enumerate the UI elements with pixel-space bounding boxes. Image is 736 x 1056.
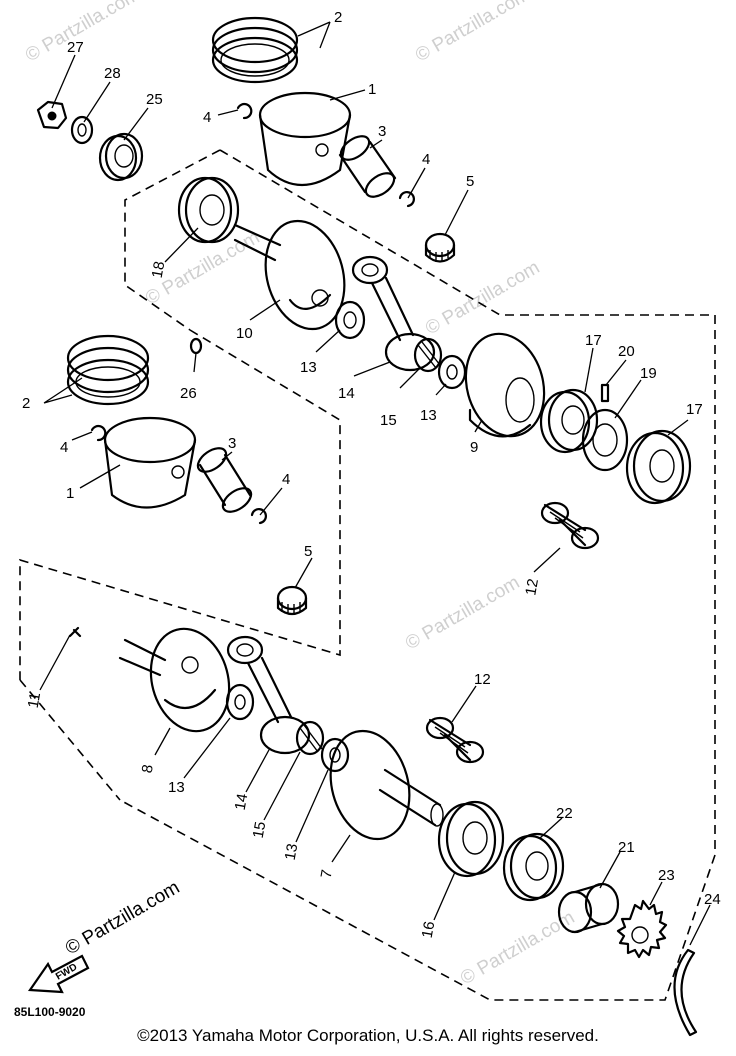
callout-14: 14	[232, 792, 252, 811]
crank-bearing-17a	[539, 388, 599, 454]
callout-20: 20	[618, 343, 635, 360]
connecting-rod-lower	[226, 635, 311, 755]
callout-numbers: 2 27 28 25 1 4 3 4 5 18 10 13 14 15 13 9…	[22, 9, 721, 939]
middle-crank-outline	[19, 329, 341, 680]
labyrinth-seal	[581, 408, 629, 472]
drive-sprocket	[616, 899, 668, 959]
upper-crank-outline	[124, 149, 221, 331]
thrust-washer	[225, 683, 255, 721]
needle-bearing-upper	[424, 232, 456, 263]
callout-2: 2	[334, 9, 342, 26]
oil-seal-upper	[98, 132, 144, 182]
needle-bearing-12a	[540, 501, 600, 550]
lower-left-outline	[19, 679, 121, 801]
callout-16: 16	[419, 920, 439, 939]
callout-1: 1	[368, 81, 376, 98]
callout-4: 4	[422, 151, 430, 168]
callout-15: 15	[380, 412, 397, 429]
callout-3: 3	[228, 435, 236, 452]
callout-4: 4	[282, 471, 290, 488]
callout-17: 17	[686, 401, 703, 418]
callout-14: 14	[338, 385, 355, 402]
crank-bearing-17b	[625, 429, 692, 505]
circlip	[673, 948, 698, 1037]
crankshaft-half-left	[118, 627, 231, 733]
callout-1: 1	[66, 485, 74, 502]
crankshaft-half-right	[464, 332, 546, 438]
crank-pin-bearing-lower	[295, 720, 325, 756]
callout-15: 15	[250, 820, 270, 839]
crank-bearing-16	[437, 800, 505, 878]
crank-bearing-upper	[177, 176, 240, 244]
crankshaft-half-upper	[233, 219, 346, 331]
callout-13: 13	[300, 359, 317, 376]
callout-12: 12	[474, 671, 491, 688]
callout-22: 22	[556, 805, 573, 822]
callout-23: 23	[658, 867, 675, 884]
thrust-washer	[334, 300, 366, 340]
thrust-washer	[320, 737, 350, 773]
watermark-text: © Partzilla.com	[22, 0, 143, 66]
callout-13: 13	[420, 407, 437, 424]
assembly-outlines	[19, 149, 716, 1001]
needle-bearing-lower	[276, 585, 308, 616]
callout-25: 25	[146, 91, 163, 108]
dowel-pin	[600, 383, 610, 403]
diagram-part-code: 85L100-9020	[14, 1005, 86, 1019]
callout-24: 24	[704, 891, 721, 908]
callout-12: 12	[522, 577, 542, 596]
woodruff-key-lower	[68, 626, 82, 638]
piston-pin-clip	[90, 424, 107, 442]
watermark-text: © Partzilla.com	[412, 0, 533, 66]
callout-5: 5	[466, 173, 474, 190]
piston-rings-lower	[66, 334, 150, 406]
outer-crank-outline	[119, 149, 716, 1001]
callout-17: 17	[585, 332, 602, 349]
callout-4: 4	[60, 439, 68, 456]
callout-26: 26	[180, 385, 197, 402]
crank-nut	[36, 100, 68, 130]
callout-10: 10	[236, 325, 253, 342]
woodruff-key	[189, 337, 203, 355]
piston-rings-upper	[211, 16, 299, 84]
connecting-rod-upper	[351, 255, 436, 372]
callout-19: 19	[640, 365, 657, 382]
piston-lower	[103, 416, 197, 509]
lock-washer	[70, 115, 94, 145]
piston-pin-lower	[196, 447, 253, 513]
callout-28: 28	[104, 65, 121, 82]
callout-11: 11	[25, 691, 44, 709]
callout-8: 8	[139, 763, 157, 774]
oil-seal-22	[502, 832, 565, 902]
copyright-footer: ©2013 Yamaha Motor Corporation, U.S.A. A…	[137, 1026, 599, 1045]
front-direction-arrow: FWD	[27, 954, 90, 994]
callout-21: 21	[618, 839, 635, 856]
callout-4: 4	[203, 109, 211, 126]
needle-bearing-12b	[425, 716, 485, 764]
callout-13: 13	[168, 779, 185, 796]
callout-3: 3	[378, 123, 386, 140]
callout-2: 2	[22, 395, 30, 412]
crank-pin-bearing-upper	[413, 337, 443, 373]
watermark-text: © Partzilla.com	[422, 257, 543, 339]
piston-upper	[258, 91, 352, 187]
callout-13: 13	[282, 842, 302, 861]
thrust-washer	[437, 354, 467, 390]
callout-7: 7	[318, 868, 336, 879]
callout-9: 9	[470, 439, 478, 456]
piston-pin-clip	[398, 191, 415, 208]
callout-5: 5	[304, 543, 312, 560]
piston-pin-clip	[236, 102, 253, 120]
leader-lines	[39, 21, 711, 946]
watermark-text-dark: © Partzilla.com	[62, 877, 183, 959]
callout-27: 27	[67, 39, 84, 56]
watermark-text: © Partzilla.com	[402, 572, 523, 654]
crankshaft-half-output	[329, 729, 444, 841]
callout-18: 18	[149, 260, 169, 279]
piston-pin-upper	[338, 135, 397, 198]
